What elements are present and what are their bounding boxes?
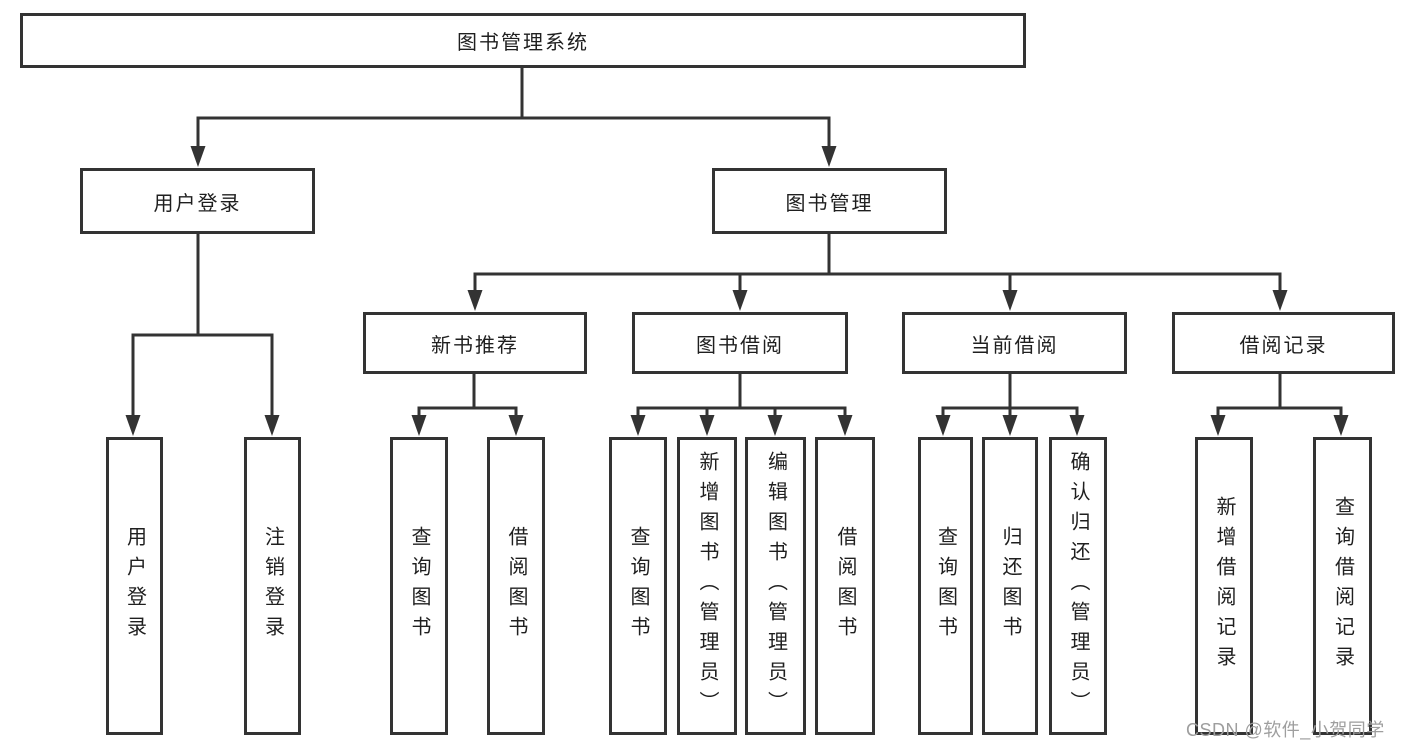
arrowheads-new-book-leaves (411, 415, 524, 436)
arrowhead (1272, 290, 1288, 311)
arrowhead (190, 146, 206, 167)
leaf-edit-book-admin: 编辑图书（管理员） (745, 437, 806, 735)
arrowhead (1002, 290, 1018, 311)
arrowhead (1333, 415, 1349, 436)
leaf-query-book-1: 查询图书 (390, 437, 448, 735)
leaf-borrow-book-1: 借阅图书 (487, 437, 545, 735)
arrowhead (699, 415, 715, 436)
connector-current-borrow-to-leaves (941, 374, 1079, 417)
arrowheads-user-login-leaves (125, 415, 280, 436)
leaf-return-book: 归还图书 (982, 437, 1038, 735)
arrowhead (732, 290, 748, 311)
connector-new-book-to-leaves (417, 374, 518, 417)
arrowhead (1069, 415, 1085, 436)
arrowhead (1210, 415, 1226, 436)
arrowhead (508, 415, 524, 436)
node-borrow-record: 借阅记录 (1172, 312, 1395, 374)
arrowhead (630, 415, 646, 436)
leaf-borrow-book-2: 借阅图书 (815, 437, 875, 735)
leaf-query-book-2: 查询图书 (609, 437, 667, 735)
node-book-borrow: 图书借阅 (632, 312, 848, 374)
arrowheads-borrow-record-leaves (1210, 415, 1349, 436)
node-new-book-recommend: 新书推荐 (363, 312, 587, 374)
leaf-logout: 注销登录 (244, 437, 301, 735)
arrowhead (935, 415, 951, 436)
arrowhead (821, 146, 837, 167)
node-current-borrow: 当前借阅 (902, 312, 1127, 374)
leaf-add-book-admin: 新增图书（管理员） (677, 437, 737, 735)
connector-root-to-level2 (196, 67, 831, 148)
arrowhead (125, 415, 141, 436)
leaf-confirm-return-admin: 确认归还（管理员） (1049, 437, 1107, 735)
leaf-query-borrow-record: 查询借阅记录 (1313, 437, 1372, 735)
arrowhead (264, 415, 280, 436)
arrowheads-modules (467, 290, 1288, 311)
csdn-watermark: CSDN @软件_小贺同学 (1186, 720, 1385, 740)
connector-book-management-to-modules (473, 234, 1282, 292)
arrowhead (467, 290, 483, 311)
connector-book-borrow-to-leaves (636, 374, 847, 417)
leaf-add-borrow-record: 新增借阅记录 (1195, 437, 1253, 735)
connector-user-login-to-leaves (131, 234, 274, 417)
connector-borrow-record-to-leaves (1216, 374, 1343, 417)
node-user-login: 用户登录 (80, 168, 315, 234)
arrowheads-book-borrow-leaves (630, 415, 853, 436)
leaf-user-login: 用户登录 (106, 437, 163, 735)
leaf-query-book-3: 查询图书 (918, 437, 973, 735)
arrowheads-current-borrow-leaves (935, 415, 1085, 436)
arrowhead (767, 415, 783, 436)
arrowheads-level2 (190, 146, 837, 167)
arrowhead (411, 415, 427, 436)
arrowhead (837, 415, 853, 436)
arrowhead (1002, 415, 1018, 436)
node-root-system: 图书管理系统 (20, 13, 1026, 68)
node-book-management: 图书管理 (712, 168, 947, 234)
